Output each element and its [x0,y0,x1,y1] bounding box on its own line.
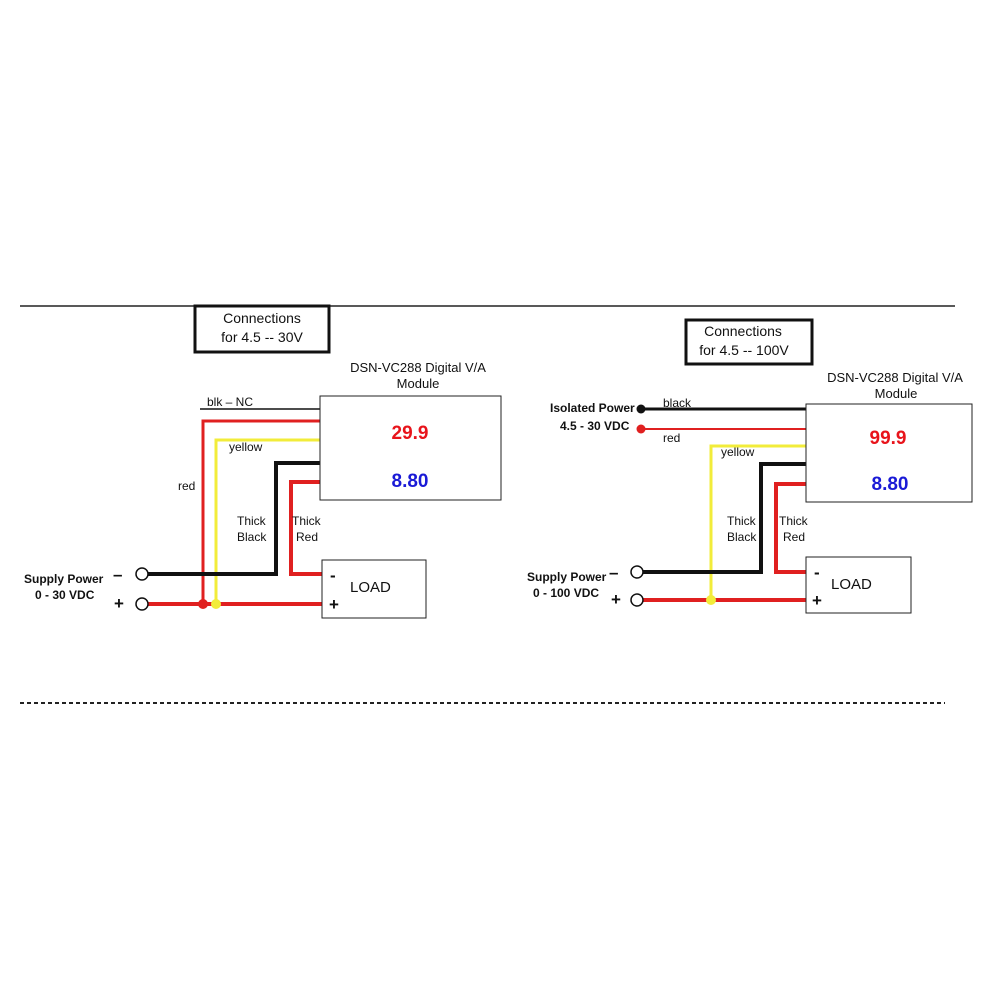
right-supply-plus-terminal [630,593,644,607]
left-junction-yellow-dot [211,599,221,609]
right-label-yellow: yellow [721,445,755,459]
left-junction-red-dot [198,599,208,609]
left-label-thick-black-2: Black [237,530,267,544]
right-label-thick-red-1: Thick [779,514,809,528]
right-title-line1: Connections [704,323,782,339]
right-isolated-black-dot [636,404,646,414]
right-load-minus: - [814,563,820,582]
left-diagram: Connections for 4.5 -- 30V DSN-VC288 Dig… [24,304,502,619]
right-isolated-red-dot [636,424,646,434]
right-current-reading: 8.80 [872,474,909,495]
right-supply-minus-terminal [630,565,644,579]
right-isolated-label-line1: Isolated Power [550,401,635,415]
right-label-thick-red-2: Red [783,530,805,544]
left-load-plus: + [329,595,339,614]
right-voltage-reading: 99.9 [870,428,907,449]
left-load-label: LOAD [350,579,391,596]
right-label-thick-black-2: Black [727,530,757,544]
left-supply-minus-sign: – [113,565,122,584]
right-junction-yellow-dot [706,595,716,605]
left-supply-minus-terminal [135,567,149,581]
right-supply-plus-sign: + [611,590,621,609]
right-module-box [805,403,973,503]
right-wire-yellow [709,444,806,600]
left-wire-red-thin [201,419,320,604]
left-label-thick-red-1: Thick [292,514,322,528]
left-module-label-line1: DSN-VC288 Digital V/A [350,360,486,375]
left-current-reading: 8.80 [392,471,429,492]
left-label-thick-red-2: Red [296,530,318,544]
left-supply-label-line2: 0 - 30 VDC [35,588,95,602]
right-wire-thick-black [637,462,806,574]
right-supply-label-line2: 0 - 100 VDC [533,586,599,600]
right-load-plus: + [812,591,822,610]
right-title-line2: for 4.5 -- 100V [699,342,789,358]
left-supply-plus-sign: + [114,594,124,613]
right-module-label-line1: DSN-VC288 Digital V/A [827,370,963,385]
right-load-box [805,556,912,614]
left-supply-plus-terminal [135,597,149,611]
left-module-label-line2: Module [397,376,440,391]
left-load-box [321,559,427,619]
right-label-black: black [663,396,692,410]
left-load-minus: - [330,566,336,585]
left-module-box [319,395,502,501]
right-diagram: Connections for 4.5 -- 100V DSN-VC288 Di… [527,318,973,614]
left-label-red: red [178,479,195,493]
left-label-yellow: yellow [229,440,263,454]
left-label-thick-black-1: Thick [237,514,267,528]
right-supply-minus-sign: – [609,563,618,582]
left-title-line2: for 4.5 -- 30V [221,329,303,345]
left-voltage-reading: 29.9 [392,423,429,444]
right-supply-label-line1: Supply Power [527,570,607,584]
left-supply-label-line1: Supply Power [24,572,104,586]
left-title-line1: Connections [223,310,301,326]
left-wire-yellow [214,438,320,604]
right-module-label-line2: Module [875,386,918,401]
left-wire-thick-red-load [289,480,322,576]
right-title-box [684,318,814,366]
right-label-red: red [663,431,680,445]
right-load-label: LOAD [831,576,872,593]
right-isolated-label-line2: 4.5 - 30 VDC [560,419,630,433]
right-label-thick-black-1: Thick [727,514,757,528]
left-title-box [193,304,331,354]
right-wire-thick-red-load [774,482,806,574]
left-wire-thick-black [142,461,320,576]
left-label-blk-nc: blk – NC [207,395,253,409]
